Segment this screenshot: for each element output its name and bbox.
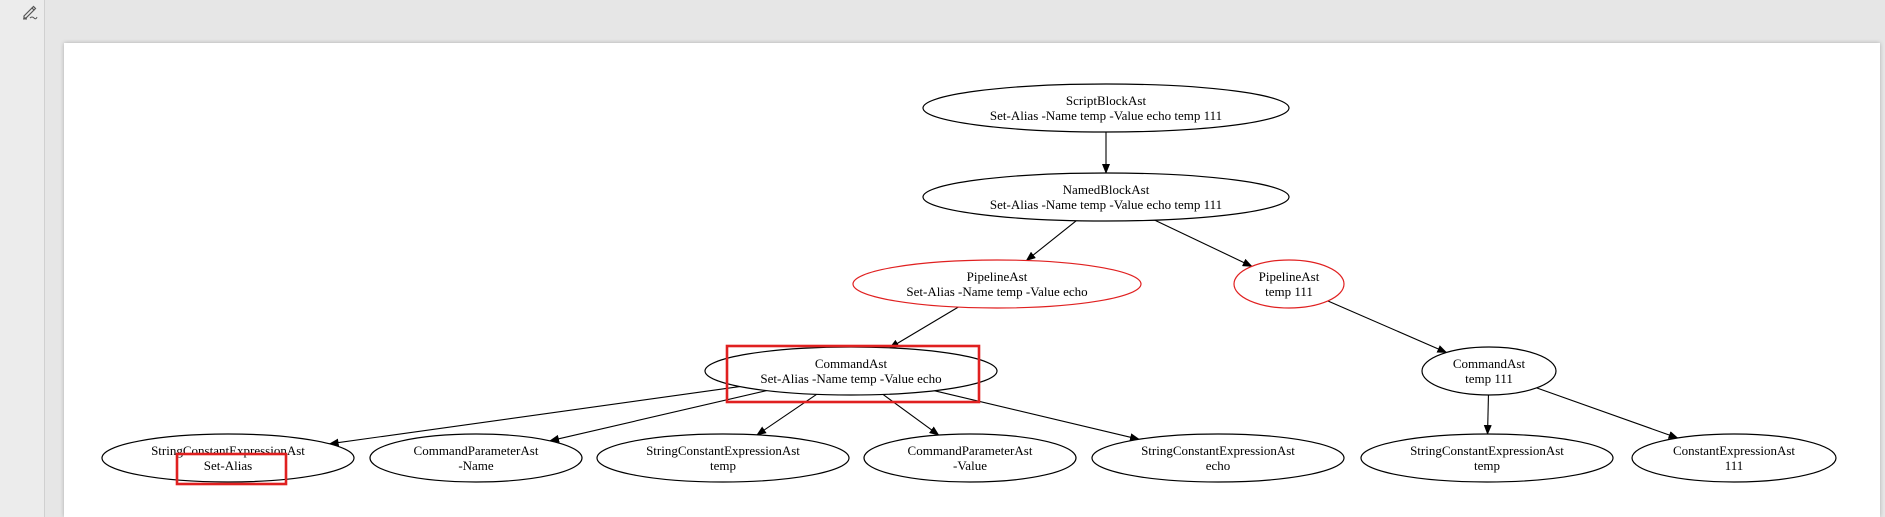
node-subtitle: 111 bbox=[1725, 458, 1744, 473]
node-subtitle: Set-Alias bbox=[204, 458, 252, 473]
edge-command2-to-strconst4 bbox=[1483, 394, 1492, 435]
node-subtitle: -Name bbox=[458, 458, 494, 473]
node-title: PipelineAst bbox=[1259, 269, 1320, 284]
node-ellipse bbox=[101, 433, 355, 483]
edge-pipeline1-to-command1 bbox=[888, 306, 959, 349]
node-title: CommandParameterAst bbox=[908, 443, 1033, 458]
node-ellipse bbox=[1091, 433, 1345, 483]
node-title: StringConstantExpressionAst bbox=[646, 443, 800, 458]
edge-command1-to-cmdparam1 bbox=[549, 390, 767, 443]
node-title: StringConstantExpressionAst bbox=[151, 443, 305, 458]
node-ellipse bbox=[1421, 346, 1557, 396]
left-toolbar bbox=[0, 0, 45, 517]
edge-command2-to-const bbox=[1536, 387, 1679, 439]
highlight-box-strconst1 bbox=[175, 452, 288, 486]
node-ellipse bbox=[1233, 259, 1345, 309]
node-subtitle: Set-Alias -Name temp -Value echo bbox=[760, 371, 941, 386]
node-title: PipelineAst bbox=[967, 269, 1028, 284]
edge-command1-to-strconst1 bbox=[328, 385, 740, 447]
node-title: NamedBlockAst bbox=[1063, 182, 1150, 197]
node-subtitle: temp bbox=[710, 458, 736, 473]
node-ellipse bbox=[863, 433, 1077, 483]
node-subtitle: Set-Alias -Name temp -Value echo temp 11… bbox=[990, 108, 1222, 123]
highlight-layer bbox=[175, 344, 981, 486]
node-title: ScriptBlockAst bbox=[1066, 93, 1147, 108]
node-ellipse bbox=[922, 83, 1290, 133]
edge-pipeline2-to-command2 bbox=[1327, 300, 1448, 353]
ast-node-cmdparam1[interactable]: CommandParameterAst-Name bbox=[369, 433, 583, 483]
edge-command1-to-strconst2 bbox=[756, 393, 817, 436]
node-ellipse bbox=[852, 259, 1142, 309]
node-subtitle: temp bbox=[1474, 458, 1500, 473]
node-subtitle: Set-Alias -Name temp -Value echo temp 11… bbox=[990, 197, 1222, 212]
node-title: CommandAst bbox=[815, 356, 888, 371]
pen-edit-icon[interactable] bbox=[18, 0, 42, 24]
node-ellipse bbox=[369, 433, 583, 483]
node-ellipse bbox=[922, 172, 1290, 222]
edge-command1-to-strconst3 bbox=[934, 390, 1141, 442]
node-subtitle: echo bbox=[1206, 458, 1231, 473]
node-ellipse bbox=[596, 433, 850, 483]
edge-namedblock-to-pipeline2 bbox=[1154, 219, 1253, 267]
edge-namedblock-to-pipeline1 bbox=[1025, 220, 1077, 262]
node-title: CommandAst bbox=[1453, 356, 1526, 371]
node-subtitle: temp 111 bbox=[1465, 371, 1513, 386]
node-ellipse bbox=[1631, 433, 1837, 483]
node-title: CommandParameterAst bbox=[414, 443, 539, 458]
highlight-box-command1 bbox=[725, 344, 981, 404]
node-subtitle: Set-Alias -Name temp -Value echo bbox=[906, 284, 1087, 299]
node-title: StringConstantExpressionAst bbox=[1141, 443, 1295, 458]
node-title: StringConstantExpressionAst bbox=[1410, 443, 1564, 458]
node-subtitle: temp 111 bbox=[1265, 284, 1313, 299]
ast-node-cmdparam2[interactable]: CommandParameterAst-Value bbox=[863, 433, 1077, 483]
edge-command1-to-cmdparam2 bbox=[882, 393, 940, 436]
node-subtitle: -Value bbox=[953, 458, 987, 473]
node-title: ConstantExpressionAst bbox=[1673, 443, 1795, 458]
node-ellipse bbox=[1360, 433, 1614, 483]
edges-layer bbox=[328, 132, 1679, 447]
